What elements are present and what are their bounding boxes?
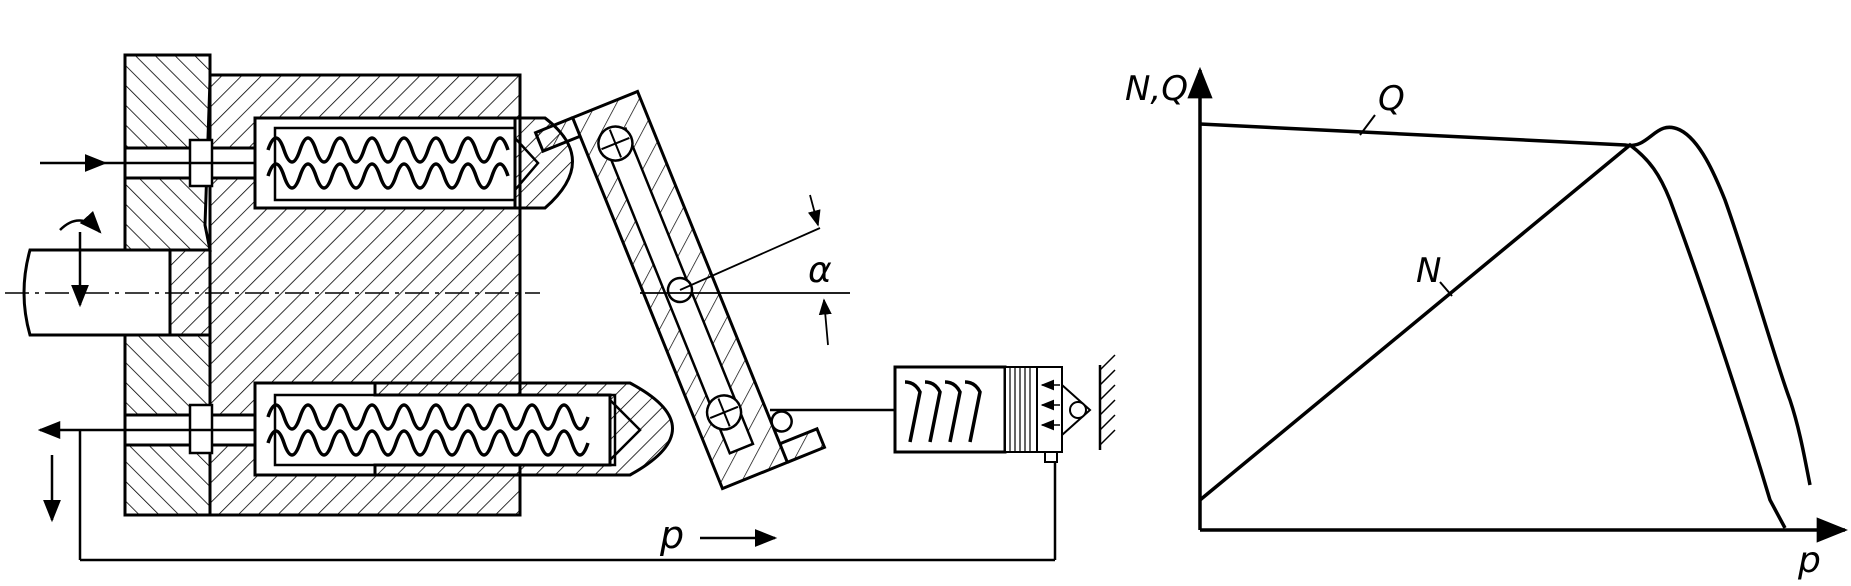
mechanism-drawing: α p — [5, 53, 1116, 562]
upper-spring — [266, 136, 510, 190]
chart-panel: N,Q p Q N — [1125, 66, 1849, 581]
flow-lines — [37, 154, 1057, 562]
x-axis-label: p — [1797, 540, 1821, 581]
damper-unit — [893, 354, 1116, 463]
q-series-label: Q — [1378, 79, 1405, 119]
n-label-leader — [1439, 281, 1453, 297]
lower-spring — [266, 403, 590, 457]
angle-construction — [640, 194, 850, 346]
lower-cylinder — [123, 381, 674, 477]
upper-cylinder — [123, 116, 574, 210]
flow-label-p: p — [659, 513, 684, 557]
n-curve — [1198, 142, 1787, 529]
q-label-leader — [1359, 114, 1376, 136]
q-curve — [1199, 122, 1812, 486]
shaft — [5, 248, 540, 337]
y-axis-label: N,Q — [1125, 69, 1188, 109]
alpha-label: α — [808, 250, 832, 291]
n-series-label: N — [1416, 251, 1441, 291]
